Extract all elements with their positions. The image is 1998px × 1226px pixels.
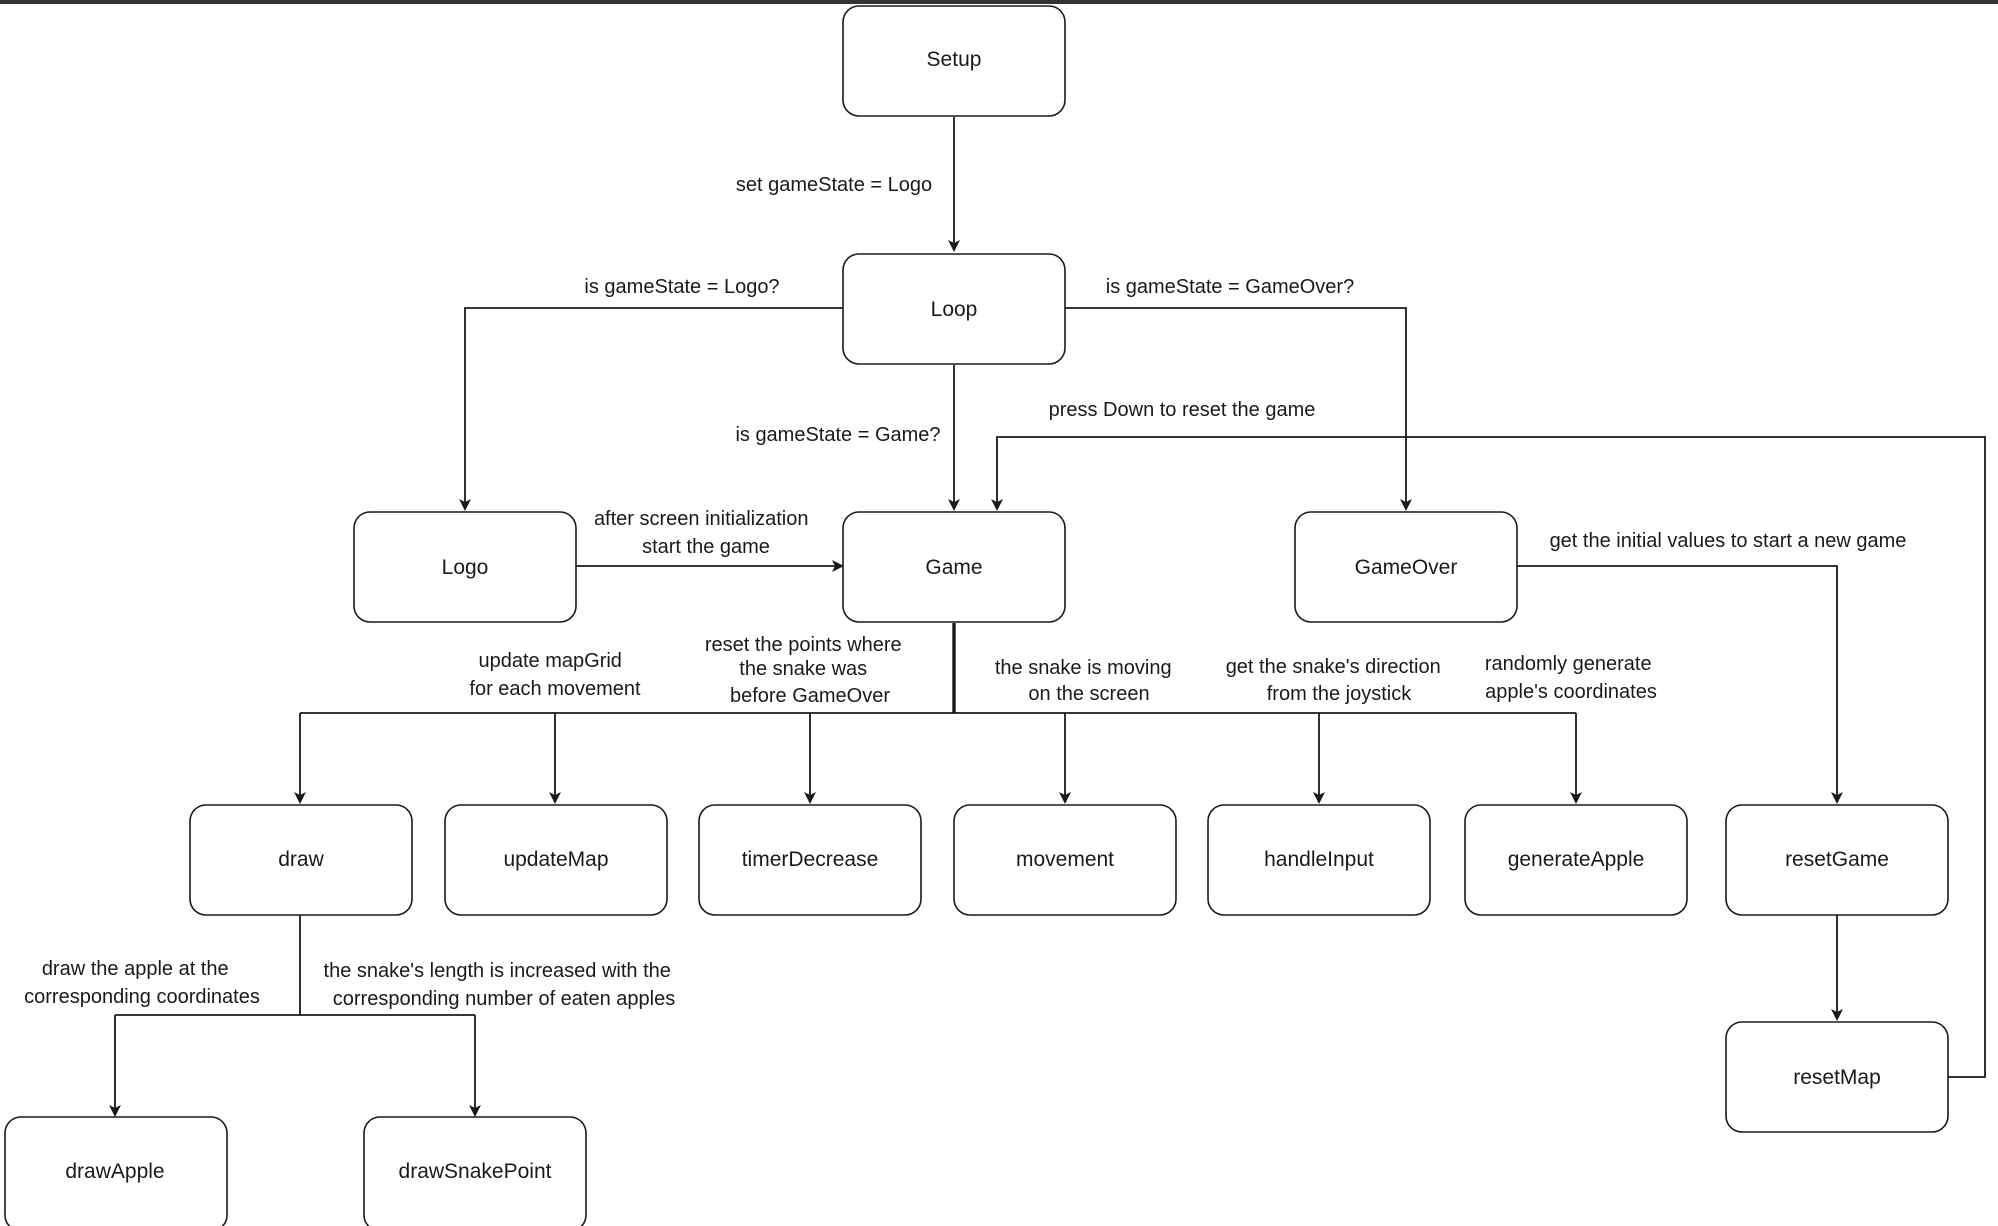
node-setup-label: Setup xyxy=(927,48,982,71)
node-handleinput-label: handleInput xyxy=(1264,848,1374,871)
node-generateapple-label: generateApple xyxy=(1508,848,1645,871)
node-game: Game xyxy=(842,511,1066,623)
node-draw-label: draw xyxy=(278,848,324,871)
edge-label-gameover-resetgame: get the initial values to start a new ga… xyxy=(1550,530,1907,552)
node-timerdecrease: timerDecrease xyxy=(698,804,922,916)
node-movement: movement xyxy=(953,804,1177,916)
edge-label-draw-drawsnakepoint: the snake's length is increased with the… xyxy=(324,960,677,1010)
edge-label-game-handleinput: get the snake's direction from the joyst… xyxy=(1226,656,1447,705)
node-timerdecrease-label: timerDecrease xyxy=(742,848,879,871)
node-resetmap: resetMap xyxy=(1725,1021,1949,1133)
edge-loop-logo xyxy=(459,307,843,511)
node-drawapple-label: drawApple xyxy=(65,1160,164,1183)
node-draw: draw xyxy=(189,804,413,916)
edge-gameover-resetgame xyxy=(1517,565,1843,804)
node-logo-label: Logo xyxy=(442,556,489,579)
node-drawapple: drawApple xyxy=(4,1116,228,1226)
edge-label-draw-drawapple: draw the apple at the corresponding coor… xyxy=(24,958,260,1008)
node-drawsnakepoint: drawSnakePoint xyxy=(363,1116,587,1226)
connectors xyxy=(109,117,1986,1117)
node-updatemap-label: updateMap xyxy=(503,848,608,871)
node-loop: Loop xyxy=(842,253,1066,365)
node-logo: Logo xyxy=(353,511,577,623)
edge-labels: set gameState = Logo is gameState = Logo… xyxy=(24,174,1906,1010)
node-gameover-label: GameOver xyxy=(1355,556,1458,579)
node-generateapple: generateApple xyxy=(1464,804,1688,916)
edge-loop-gameover xyxy=(1065,307,1412,511)
node-setup: Setup xyxy=(842,5,1066,117)
edge-resetmap-game xyxy=(991,436,1986,1078)
edge-label-logo-game: after screen initialization start the ga… xyxy=(594,508,814,558)
edge-label-setup-loop: set gameState = Logo xyxy=(736,174,932,196)
node-movement-label: movement xyxy=(1016,848,1114,871)
node-resetmap-label: resetMap xyxy=(1793,1066,1881,1089)
edge-label-game-movement: the snake is moving on the screen xyxy=(995,657,1177,705)
node-gameover: GameOver xyxy=(1294,511,1518,623)
edge-label-reset-game: press Down to reset the game xyxy=(1049,399,1316,421)
edge-label-game-generateapple: randomly generate apple's coordinates xyxy=(1485,653,1657,703)
node-drawsnakepoint-label: drawSnakePoint xyxy=(399,1160,552,1183)
edge-label-game-updatemap: update mapGrid for each movement xyxy=(469,650,641,700)
node-loop-label: Loop xyxy=(931,298,978,321)
edge-label-loop-logo: is gameState = Logo? xyxy=(584,276,779,298)
edge-label-game-timerdecrease: reset the points where the snake was bef… xyxy=(705,634,907,707)
top-window-edge xyxy=(0,0,1998,4)
edge-label-loop-gameover: is gameState = GameOver? xyxy=(1106,276,1354,298)
node-updatemap: updateMap xyxy=(444,804,668,916)
node-handleinput: handleInput xyxy=(1207,804,1431,916)
node-resetgame: resetGame xyxy=(1725,804,1949,916)
edge-label-loop-game: is gameState = Game? xyxy=(735,424,940,446)
node-game-label: Game xyxy=(925,556,982,579)
node-resetgame-label: resetGame xyxy=(1785,848,1889,871)
